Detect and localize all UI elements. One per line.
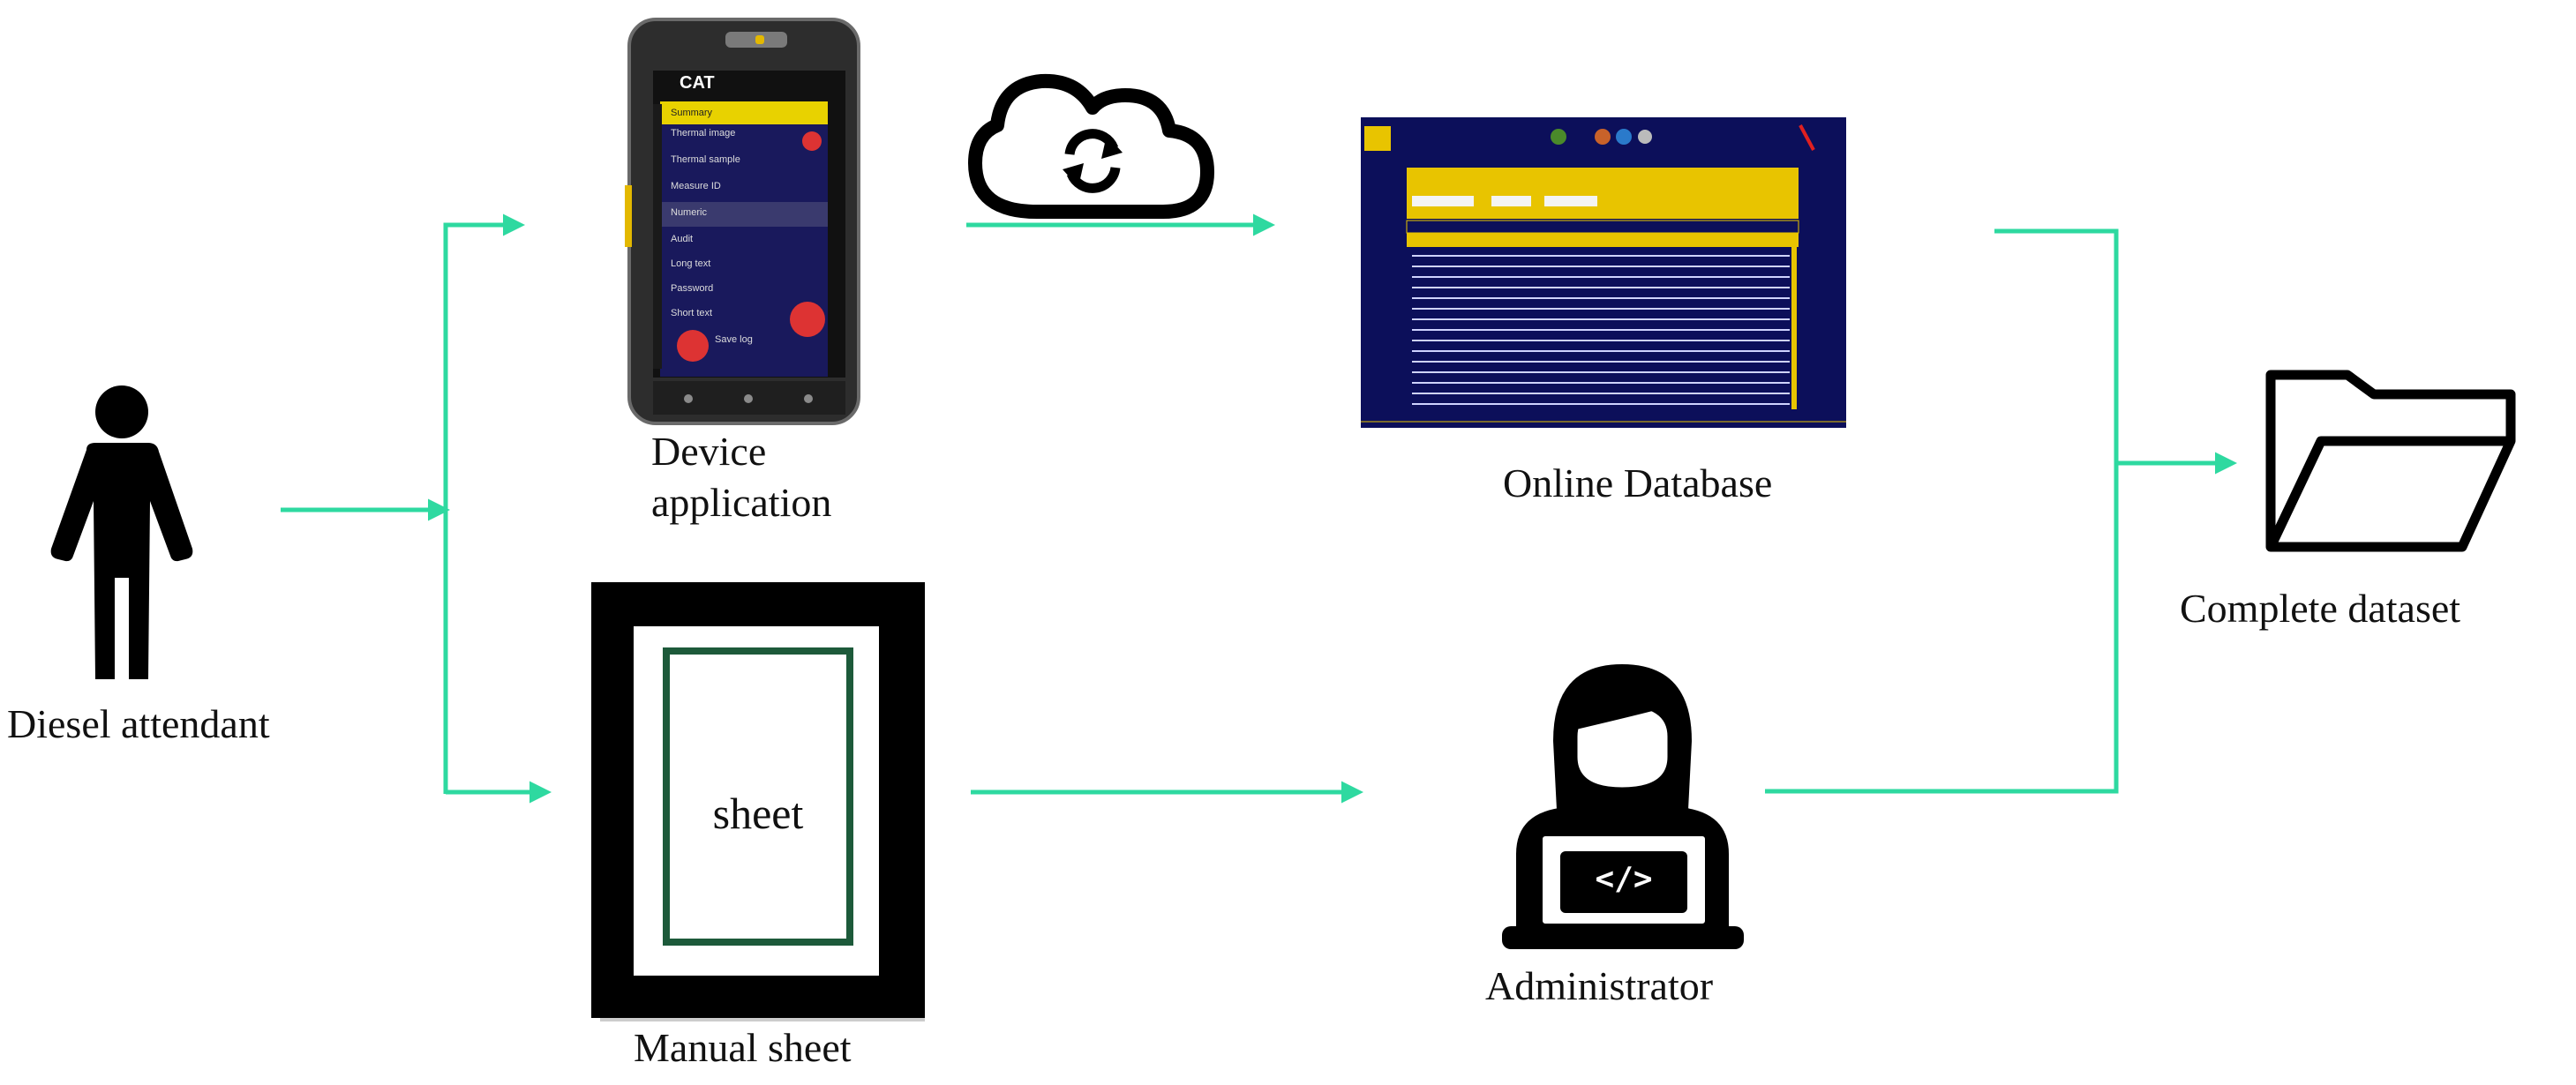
phone-brand: CAT xyxy=(680,73,715,93)
line-admin-to-merge xyxy=(1765,463,2119,794)
phone-menu-item: Audit xyxy=(671,234,694,244)
phone-menu-item: Short text xyxy=(671,308,713,318)
admin-label: Administrator xyxy=(1485,963,1714,1008)
phone-menu-item: Measure ID xyxy=(671,181,721,191)
sheet-inner-text: sheet xyxy=(712,789,804,838)
arrow-split-to-device xyxy=(443,213,525,794)
device-label-line1: Device xyxy=(651,429,767,474)
phone-menu-item: Thermal sample xyxy=(671,154,740,165)
manual-label: Manual sheet xyxy=(634,1025,852,1070)
database-label: Online Database xyxy=(1503,460,1773,505)
dataset-label: Complete dataset xyxy=(2180,586,2461,631)
code-glyph: </> xyxy=(1595,861,1653,897)
device-label: Device application xyxy=(651,426,831,529)
phone-menu-item: Password xyxy=(671,283,714,294)
phone-menu-item: Summary xyxy=(671,108,713,118)
line-database-to-merge xyxy=(1994,228,2119,463)
phone-menu-item: Thermal image xyxy=(671,128,736,138)
attendant-label: Diesel attendant xyxy=(7,701,270,746)
phone-menu-item: Save log xyxy=(715,334,753,345)
device-label-line2: application xyxy=(651,480,832,526)
phone-menu-item: Long text xyxy=(671,258,711,269)
phone-menu-item: Numeric xyxy=(671,207,707,218)
phone-menu: Summary Thermal image Thermal sample Mea… xyxy=(671,104,830,355)
